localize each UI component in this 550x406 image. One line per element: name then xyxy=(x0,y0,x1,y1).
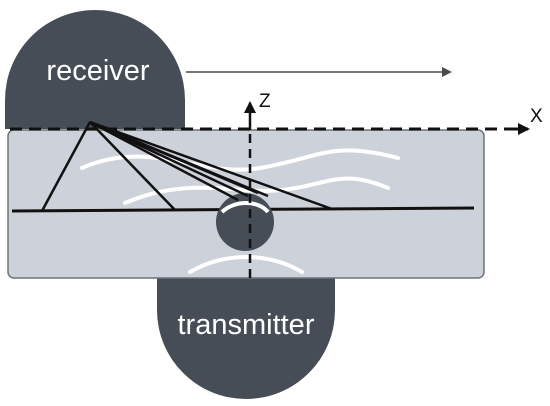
ray-fan xyxy=(40,120,333,212)
ray xyxy=(89,120,239,202)
transmitter-shape xyxy=(157,278,335,399)
transmitter-label: transmitter xyxy=(178,309,315,341)
ray xyxy=(89,121,176,211)
x-axis-label: X xyxy=(530,106,543,127)
receiver-label: receiver xyxy=(46,55,149,87)
wave-front-upper xyxy=(80,148,400,172)
ray xyxy=(40,121,92,212)
receiver-shape xyxy=(5,10,185,129)
scatterer-highlight xyxy=(220,201,270,214)
z-axis-label: Z xyxy=(259,91,271,112)
ray xyxy=(89,120,269,198)
wave-front-lower xyxy=(188,255,304,274)
ray xyxy=(89,120,333,211)
